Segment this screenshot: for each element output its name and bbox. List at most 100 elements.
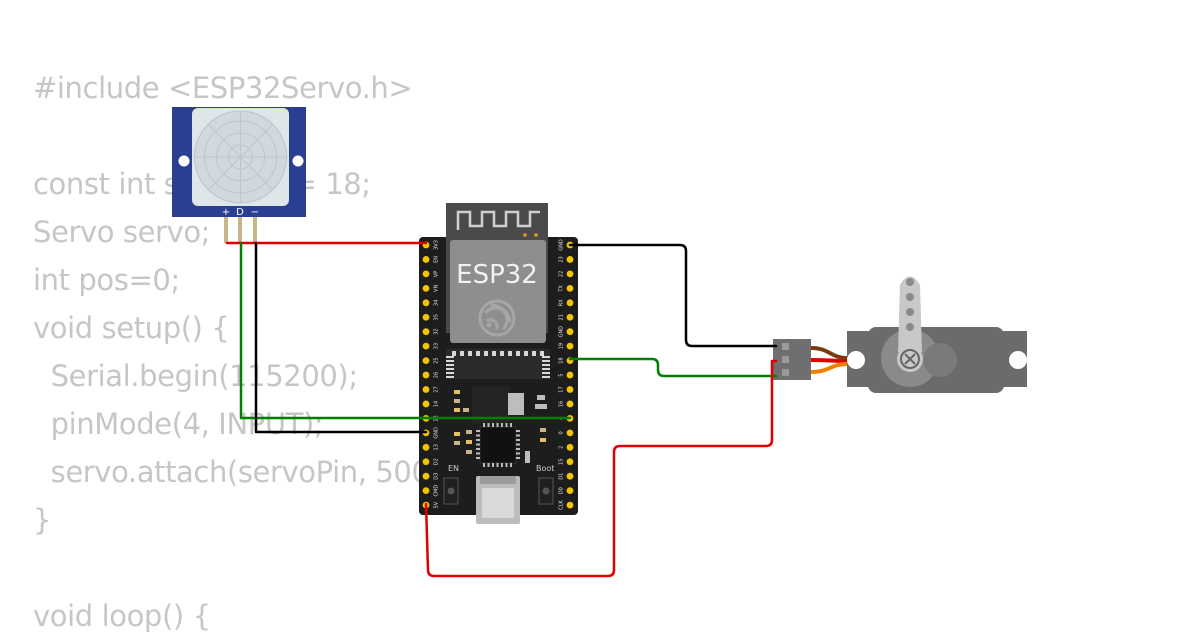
left-pin-labels: 3V3ENVPVN343532332526271412GND13D2D3CMD5… <box>434 240 440 508</box>
servo-screw-cross <box>904 353 916 365</box>
regulator-tab <box>508 393 524 415</box>
right-pin-label: 15 <box>559 459 565 465</box>
usb-port-inner <box>482 488 514 518</box>
right-pin-label: CLK <box>559 500 565 510</box>
module-pads <box>446 351 550 378</box>
chip-pins <box>476 423 520 467</box>
right-pin[interactable] <box>566 342 574 350</box>
servo-mount-hole-left <box>847 351 865 369</box>
servo-horn-hole <box>906 323 914 331</box>
esp32-board[interactable]: ESP32 <box>419 203 578 524</box>
right-pin-label: 16 <box>559 401 565 407</box>
left-pin[interactable] <box>422 400 430 408</box>
left-pin-label: 3V3 <box>434 240 440 250</box>
left-pin[interactable] <box>422 313 430 321</box>
servo-mount-hole-right <box>1009 351 1027 369</box>
left-pin-label: GND <box>434 427 440 439</box>
servo-screw-icon <box>900 349 920 369</box>
right-pin-header <box>566 241 574 509</box>
right-pin[interactable] <box>566 443 574 451</box>
module-pad <box>542 372 550 374</box>
module-pad <box>476 351 480 356</box>
servo-motor[interactable] <box>773 276 1027 394</box>
pir-pin-label-vcc: + <box>222 207 230 218</box>
left-pin-label: 35 <box>434 314 440 320</box>
right-pin[interactable] <box>566 429 574 437</box>
left-pin[interactable] <box>422 284 430 292</box>
left-pin[interactable] <box>422 357 430 364</box>
left-pin-label: D2 <box>434 458 440 465</box>
right-pin[interactable] <box>566 501 574 509</box>
wire-servo-power-5v <box>424 359 778 578</box>
module-pad <box>446 372 454 374</box>
left-pin[interactable] <box>422 487 430 495</box>
left-pin-label: CMD <box>434 485 440 497</box>
right-pin-label: 18 <box>559 357 565 363</box>
code-line: Serial.begin(115200); <box>33 359 358 393</box>
right-pin[interactable] <box>566 256 574 263</box>
right-pin[interactable] <box>566 458 574 466</box>
en-button-label: EN <box>448 464 459 473</box>
left-pin[interactable] <box>422 299 430 307</box>
servo-gear-housing-small <box>923 343 957 377</box>
smd-parts <box>454 390 547 463</box>
esp32-shield <box>450 240 546 343</box>
right-pin[interactable] <box>566 400 574 408</box>
right-pin[interactable] <box>566 270 574 278</box>
module-pad <box>452 351 456 356</box>
module-pad <box>542 356 550 358</box>
pir-pin-gnd <box>253 217 257 243</box>
module-pad <box>460 351 464 356</box>
wire-servo-signal-gpio18 <box>568 357 778 378</box>
right-pin[interactable] <box>566 371 574 379</box>
servo-connector-pin-1 <box>782 343 789 350</box>
pir-sensor[interactable]: + D − <box>172 107 306 243</box>
pir-dome-pattern <box>196 112 285 202</box>
left-pin-label: 34 <box>434 300 440 306</box>
right-pin[interactable] <box>566 386 574 393</box>
right-pin[interactable] <box>566 328 574 336</box>
right-pin-label: GND <box>559 326 565 338</box>
left-pin[interactable] <box>422 472 430 480</box>
pir-pin-label-data: D <box>236 207 244 218</box>
right-pin[interactable] <box>566 299 574 307</box>
right-pin-label: 5 <box>559 373 565 376</box>
left-pin[interactable] <box>422 342 430 350</box>
logo-dot <box>486 322 492 328</box>
module-pad <box>446 360 454 362</box>
right-pin[interactable] <box>566 284 574 292</box>
left-pin[interactable] <box>422 443 430 451</box>
left-pin-label: EN <box>434 256 440 263</box>
right-pin-label: TX <box>559 285 565 293</box>
left-pin[interactable] <box>422 270 430 278</box>
usb-uart-chip <box>479 426 517 464</box>
right-pin[interactable] <box>566 472 574 480</box>
left-pin[interactable] <box>422 371 430 379</box>
right-pin-label: 2 <box>559 446 565 449</box>
module-pad <box>468 351 472 356</box>
module-pad <box>492 351 496 356</box>
left-pin[interactable] <box>422 328 430 336</box>
module-pad <box>446 376 454 378</box>
code-line: #include <ESP32Servo.h> <box>33 71 413 105</box>
right-pin-label: RX <box>559 299 565 306</box>
pir-pin-data <box>238 217 242 243</box>
module-pad <box>446 364 454 366</box>
right-pin-label: 0 <box>559 431 565 434</box>
left-pin-label: VP <box>434 271 440 277</box>
right-pin-label: 17 <box>559 386 565 392</box>
code-line: pinMode(4, INPUT); <box>33 407 324 441</box>
left-pin[interactable] <box>422 256 430 263</box>
right-pin[interactable] <box>566 487 574 495</box>
boot-button-label: Boot <box>536 464 554 473</box>
left-pin[interactable] <box>422 386 430 393</box>
wire-pir-gnd-to-gnd <box>254 241 428 434</box>
code-line: } <box>33 503 52 537</box>
en-button-cap <box>447 487 455 495</box>
servo-connector-pin-2 <box>782 356 789 363</box>
left-pin[interactable] <box>422 458 430 466</box>
module-pad <box>532 351 536 356</box>
right-pin-label: 23 <box>559 256 565 262</box>
right-pin[interactable] <box>566 313 574 321</box>
